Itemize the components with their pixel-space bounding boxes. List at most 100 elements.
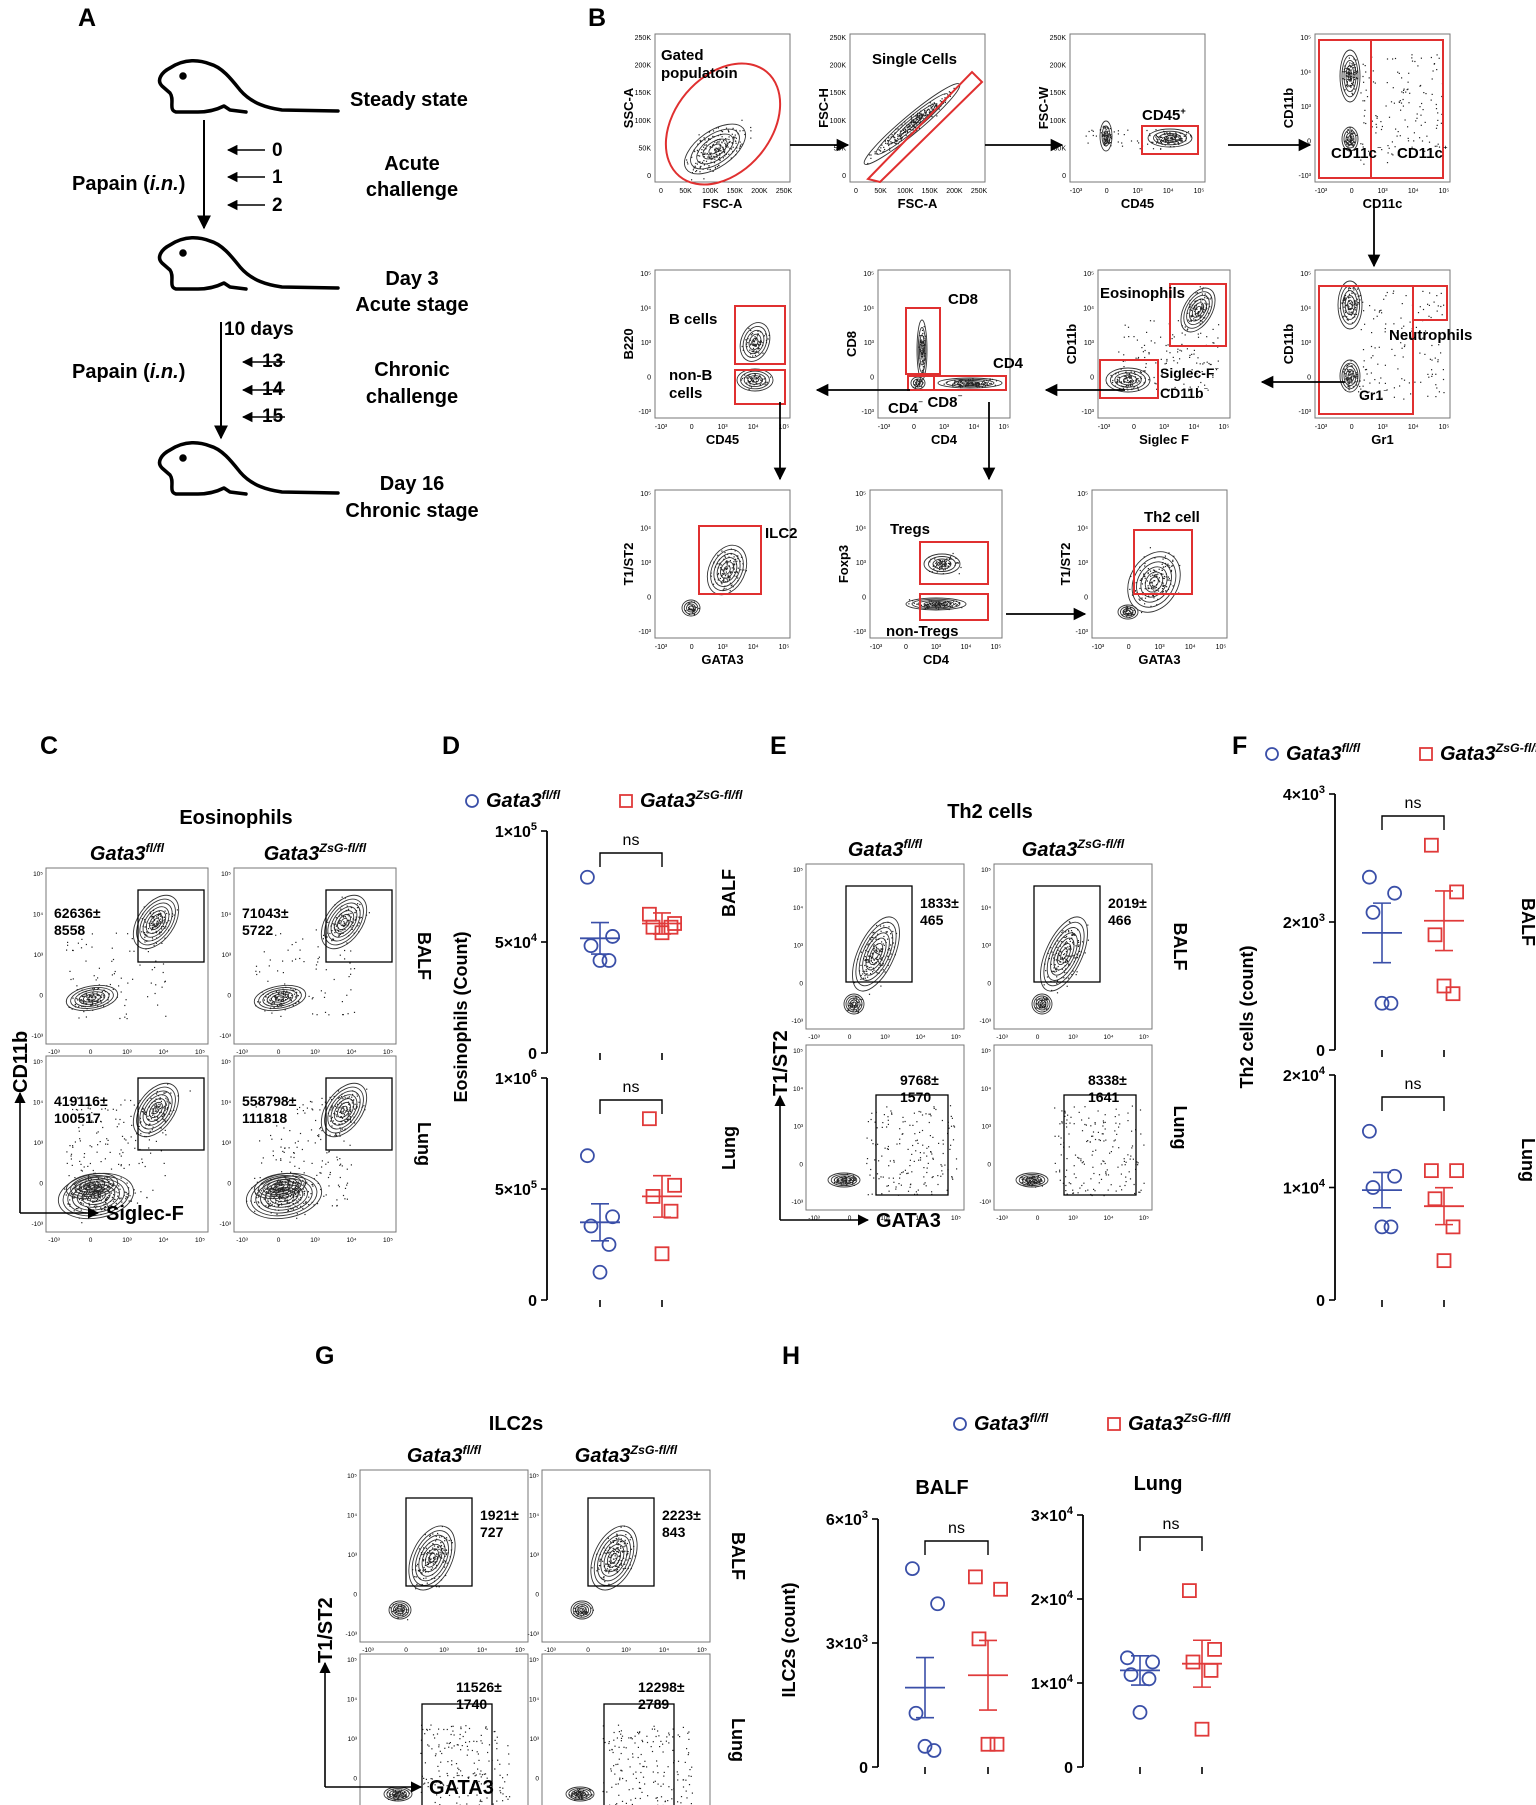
gate-label: Tregs	[890, 521, 930, 538]
event-dot	[876, 924, 878, 927]
event-dot	[1351, 313, 1353, 315]
event-dot	[1170, 565, 1173, 567]
event-dot	[1437, 359, 1439, 361]
event-dot	[1348, 73, 1350, 75]
event-dot	[733, 136, 735, 138]
event-dot	[268, 965, 270, 967]
event-dot	[308, 995, 310, 997]
event-dot	[699, 139, 701, 141]
event-dot	[922, 341, 924, 343]
event-dot	[1217, 337, 1219, 339]
event-dot	[960, 566, 962, 569]
event-dot	[165, 1015, 167, 1017]
event-dot	[112, 958, 115, 961]
event-dot	[888, 143, 890, 145]
event-dot	[277, 1205, 279, 1207]
event-dot	[949, 95, 951, 97]
event-dot	[1374, 347, 1376, 349]
event-dot	[289, 1189, 291, 1191]
x-tick-label: 10³	[1377, 424, 1388, 431]
event-dot	[120, 1164, 122, 1166]
population-cluster	[1127, 547, 1181, 614]
event-dot	[1384, 328, 1386, 330]
event-dot	[732, 146, 734, 148]
event-dot	[1383, 298, 1385, 300]
event-dot	[90, 1196, 92, 1198]
event-dot	[288, 992, 290, 994]
event-dot	[1136, 378, 1138, 380]
event-dot	[871, 956, 873, 958]
event-dot	[1128, 382, 1130, 384]
event-dot	[1123, 613, 1125, 615]
event-dot	[714, 566, 717, 568]
event-dot	[91, 1000, 93, 1002]
event-dot	[99, 997, 101, 999]
event-dot	[1371, 120, 1373, 122]
event-dot	[728, 138, 730, 141]
event-dot	[918, 382, 920, 384]
event-dot	[274, 1185, 276, 1187]
event-dot	[352, 918, 354, 920]
event-dot	[885, 931, 887, 933]
event-dot	[286, 1197, 288, 1199]
event-dot	[1366, 373, 1368, 375]
event-dot	[79, 1140, 81, 1142]
event-dots	[131, 1083, 191, 1138]
event-dot	[914, 387, 916, 389]
event-dot	[272, 993, 274, 995]
event-dot	[941, 98, 943, 100]
event-dot	[1110, 138, 1112, 140]
event-dot	[1125, 607, 1127, 609]
event-dot	[331, 1106, 333, 1108]
event-dot	[1345, 70, 1347, 72]
event-dot	[1365, 89, 1367, 91]
event-dot	[87, 998, 89, 1000]
event-dot	[960, 380, 963, 382]
y-tick-label: 0	[647, 595, 651, 602]
event-dot	[282, 1150, 284, 1152]
event-dot	[1434, 357, 1436, 359]
event-dot	[1147, 573, 1149, 575]
event-dot	[103, 996, 105, 998]
event-dot	[1344, 298, 1346, 300]
event-dot	[896, 140, 898, 143]
event-dot	[1407, 88, 1409, 90]
event-dot	[731, 133, 733, 135]
event-dot	[155, 1110, 157, 1112]
event-dot	[258, 1196, 260, 1198]
event-dot	[93, 1205, 95, 1208]
event-dot	[1201, 321, 1203, 323]
event-dot	[268, 1189, 270, 1191]
event-dot	[331, 940, 333, 942]
event-dot	[161, 1106, 163, 1108]
event-dot	[101, 1191, 103, 1193]
contour-ring	[149, 913, 163, 931]
event-dot	[922, 340, 924, 342]
event-dot	[953, 87, 955, 89]
event-dot	[1181, 325, 1183, 327]
event-dot	[159, 1127, 161, 1129]
y-tick-label: -10³	[1299, 173, 1312, 180]
event-dot	[284, 1198, 286, 1200]
event-dot	[1164, 139, 1166, 141]
event-dot	[156, 920, 158, 922]
event-dot	[758, 352, 760, 354]
event-dot	[1350, 69, 1352, 71]
event-dot	[1347, 139, 1349, 141]
event-dot	[149, 1110, 151, 1112]
event-dot	[960, 383, 962, 385]
event-dot	[130, 1099, 132, 1102]
y-tick-label: 0	[842, 173, 846, 180]
y-tick-label: 0	[647, 375, 651, 382]
event-dot	[952, 386, 954, 388]
event-dot	[124, 1099, 126, 1101]
event-dot	[164, 1120, 166, 1122]
event-dot	[932, 604, 934, 606]
event-dot	[309, 1100, 312, 1103]
event-dot	[924, 359, 926, 361]
event-dot	[292, 1195, 295, 1197]
event-dot	[160, 1107, 162, 1110]
event-dot	[1105, 138, 1107, 140]
acute-challenge-line2: challenge	[366, 179, 458, 201]
